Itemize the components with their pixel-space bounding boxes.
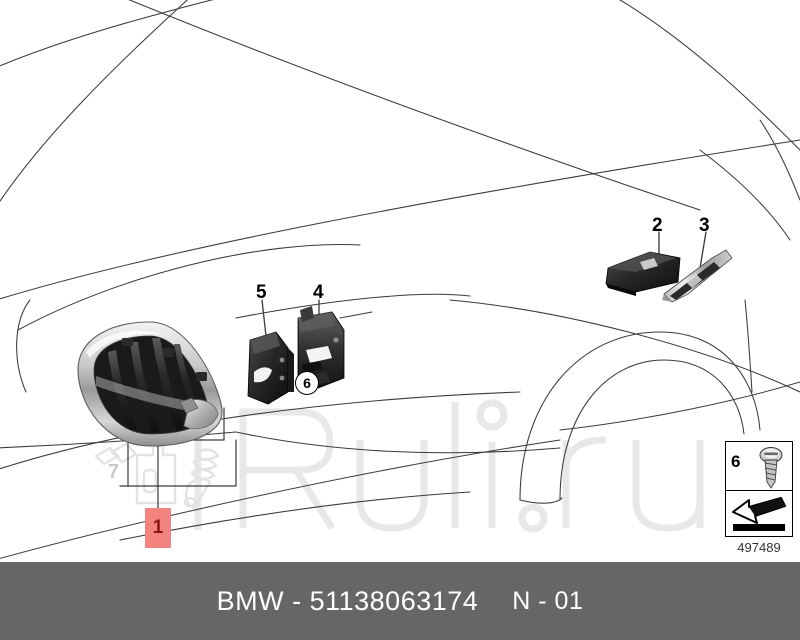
grille-tab: [163, 348, 174, 357]
mid-contour-line: [235, 431, 561, 454]
upper-body-line: [759, 119, 800, 201]
legend-direction-row: [726, 491, 792, 537]
bumper-upper-line: [0, 391, 521, 470]
callout-4-label: 4: [313, 282, 324, 303]
grille-housing-outline: [16, 299, 31, 393]
bracket-4-foot: [316, 372, 330, 384]
callout-3-label: 3: [699, 215, 710, 236]
bracket-5-aperture: [254, 367, 272, 383]
footer-bar: BMW - 51138063174 N - 01: [0, 562, 800, 640]
bracket-4-aperture: [306, 346, 332, 363]
wheel-arch-outer: [519, 331, 761, 501]
grille-tab: [196, 372, 207, 381]
watermark-ghost-icons: [94, 442, 220, 510]
bumper-lower-line: [0, 439, 561, 559]
fender-top-line: [17, 244, 361, 331]
callout-7-label: 7: [108, 461, 120, 483]
legend-drawing-code: 497489: [737, 540, 781, 555]
sill-line: [559, 381, 800, 431]
leader-line-5: [261, 299, 267, 337]
roofline: [619, 0, 800, 151]
body-crease-line: [449, 299, 800, 393]
legend-item-number: 6: [731, 452, 741, 471]
leader-line-3: [699, 231, 707, 269]
bracket-part-5: [247, 331, 294, 405]
greenhouse-line: [699, 149, 791, 241]
cowl-line: [128, 0, 701, 211]
footer-part-number: BMW - 51138063174: [216, 585, 479, 616]
callout-1-highlight[interactable]: 1: [145, 508, 171, 548]
legend-inset-box: 6: [725, 441, 793, 537]
kidney-grille-assembly: [77, 321, 223, 447]
screw-icon: [759, 447, 783, 489]
installation-arrow-icon: [732, 497, 786, 531]
leader-line-4b: [339, 311, 373, 319]
callout-6-label: 6: [303, 375, 311, 391]
hood-edge-line: [0, 0, 214, 67]
callout-5-label: 5: [256, 282, 267, 303]
a-pillar-line: [0, 0, 189, 203]
callout-2-label: 2: [652, 215, 663, 236]
trim-part-3: [662, 249, 733, 303]
headlight-contour: [235, 293, 471, 319]
trim-part-2: [605, 251, 681, 296]
grille-sheen: [96, 376, 208, 414]
wheel-arch-foot: [519, 497, 563, 504]
legend-screw-row: 6: [726, 442, 792, 491]
wheel-arch-inner: [559, 359, 745, 501]
hood-surface-curve: [0, 139, 800, 300]
grille-top-highlight: [86, 330, 168, 358]
grille-tab: [122, 338, 133, 346]
watermark-ruli-ru: [194, 399, 704, 533]
bracket-part-4: [297, 306, 345, 389]
footer-section-code: N - 01: [512, 586, 584, 615]
door-gap-line: [744, 299, 753, 393]
trim-2-detail: [640, 258, 658, 270]
callout-6-circled: 6: [295, 371, 319, 395]
callout-1-label: 1: [152, 517, 164, 538]
grille-clip: [179, 397, 199, 414]
